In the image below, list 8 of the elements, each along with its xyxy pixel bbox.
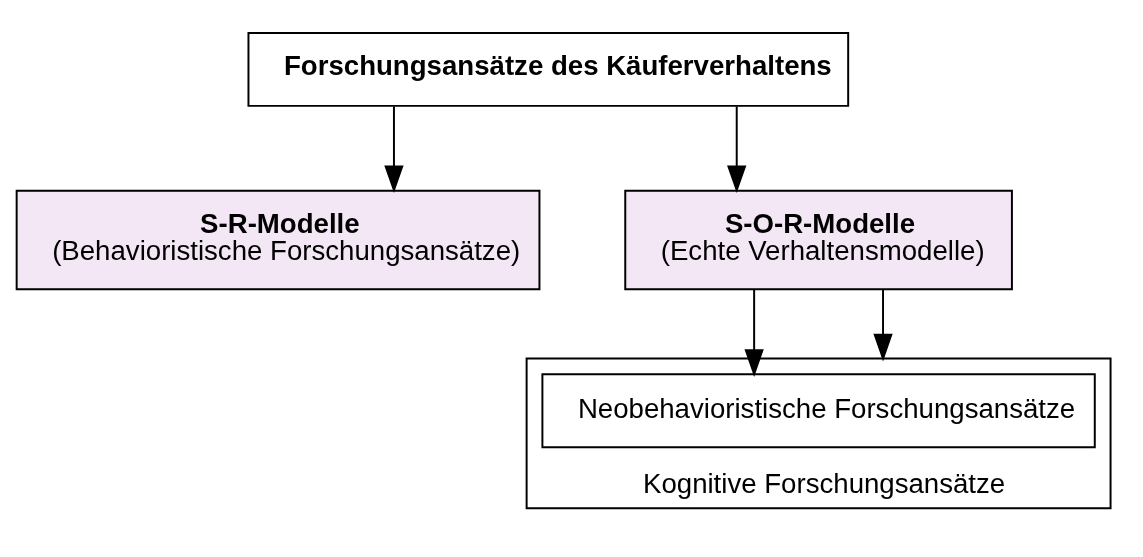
arrow <box>727 105 747 194</box>
node-box: S-R-Modelle (Behavioristische Forschungsansätze) <box>15 189 541 291</box>
arrow <box>384 105 404 194</box>
arrow <box>744 288 764 377</box>
node-box: Forschungsansätze des Käuferverhaltens <box>247 31 850 107</box>
arrow <box>873 288 893 362</box>
node-box: S-O-R-Modelle (Echte Verhaltensmodelle) <box>624 189 1013 291</box>
node-box: Neobehavioristische Forschungsansätze <box>541 373 1096 449</box>
